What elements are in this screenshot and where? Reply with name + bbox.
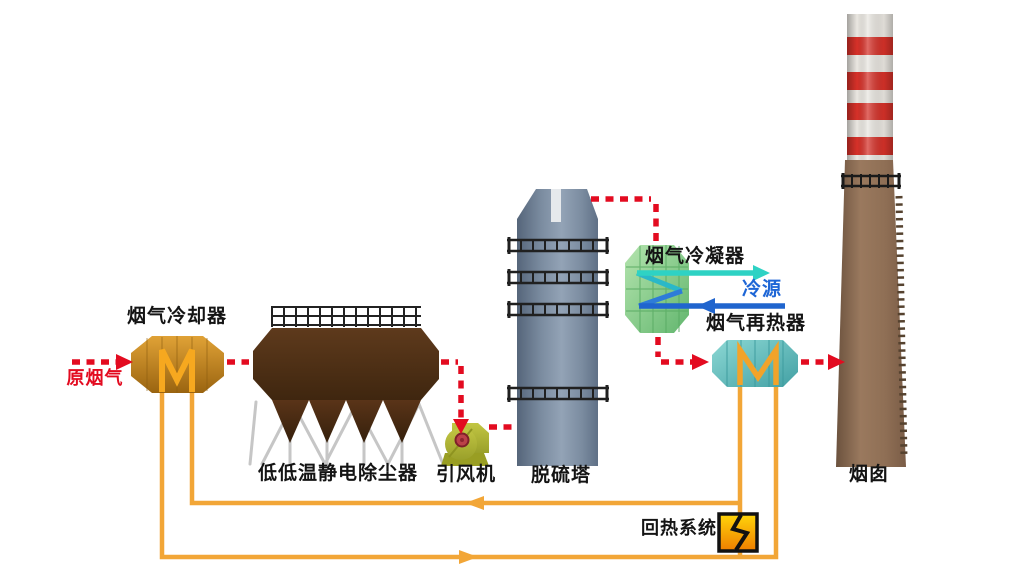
pipe-arrow-left (465, 496, 484, 510)
reheater-coil-m (737, 340, 779, 385)
label-flue-gas-reheater: 烟气再热器 (705, 313, 807, 334)
pipe-arrow-right (459, 550, 478, 564)
label-flue-gas-cooler: 烟气冷却器 (126, 306, 228, 327)
gas-inlet-arrowhead (116, 354, 133, 370)
flue-gas-path (72, 196, 828, 430)
label-flue-gas-condenser: 烟气冷凝器 (644, 246, 746, 267)
condenser-grid (626, 245, 688, 333)
electrostatic-precipitator (248, 306, 445, 468)
chimney-inlet-arrowhead (828, 354, 845, 370)
label-induced-draft-fan: 引风机 (435, 464, 497, 485)
flue-gas-reheater (712, 340, 798, 387)
tower-top-slot (551, 189, 561, 222)
pipe-upper-run (189, 391, 740, 506)
esp-body (253, 328, 439, 400)
heat-pipe-loop (159, 386, 779, 564)
cold-out-arrowhead (753, 265, 770, 281)
heat-recovery-zigzag (729, 514, 751, 552)
reheater-inlet-arrowhead (692, 354, 709, 370)
label-esp: 低低温静电除尘器 (257, 463, 419, 484)
tower-catwalks (507, 237, 609, 402)
label-cold-source: 冷源 (741, 279, 783, 300)
esp-hoppers (272, 400, 421, 443)
chimney-platform (841, 173, 901, 189)
tower-body (517, 219, 598, 466)
induced-draft-fan (441, 423, 489, 466)
label-heat-recovery: 回热系统 (641, 518, 717, 538)
condenser-zig-upper (636, 270, 683, 294)
esp-top-railing (271, 306, 421, 327)
fan-hub-center (460, 438, 464, 442)
flue-gas-arrowheads (116, 354, 845, 434)
chimney (836, 14, 908, 467)
flue-gas-condenser (625, 245, 785, 333)
cold-in-arrowhead (697, 298, 715, 314)
chimney-shaft (836, 160, 906, 467)
chimney-stripes (847, 14, 893, 160)
label-desulfurization-tower: 脱硫塔 (530, 465, 592, 486)
heat-recovery-box (717, 512, 759, 553)
fan-inlet-arrowhead (453, 419, 469, 434)
cooler-coil-m (159, 348, 195, 392)
label-chimney: 烟囱 (848, 464, 890, 485)
desulfurization-tower (507, 189, 609, 466)
flue-gas-cooler (131, 336, 224, 393)
label-raw-flue-gas: 原烟气 (66, 368, 124, 388)
